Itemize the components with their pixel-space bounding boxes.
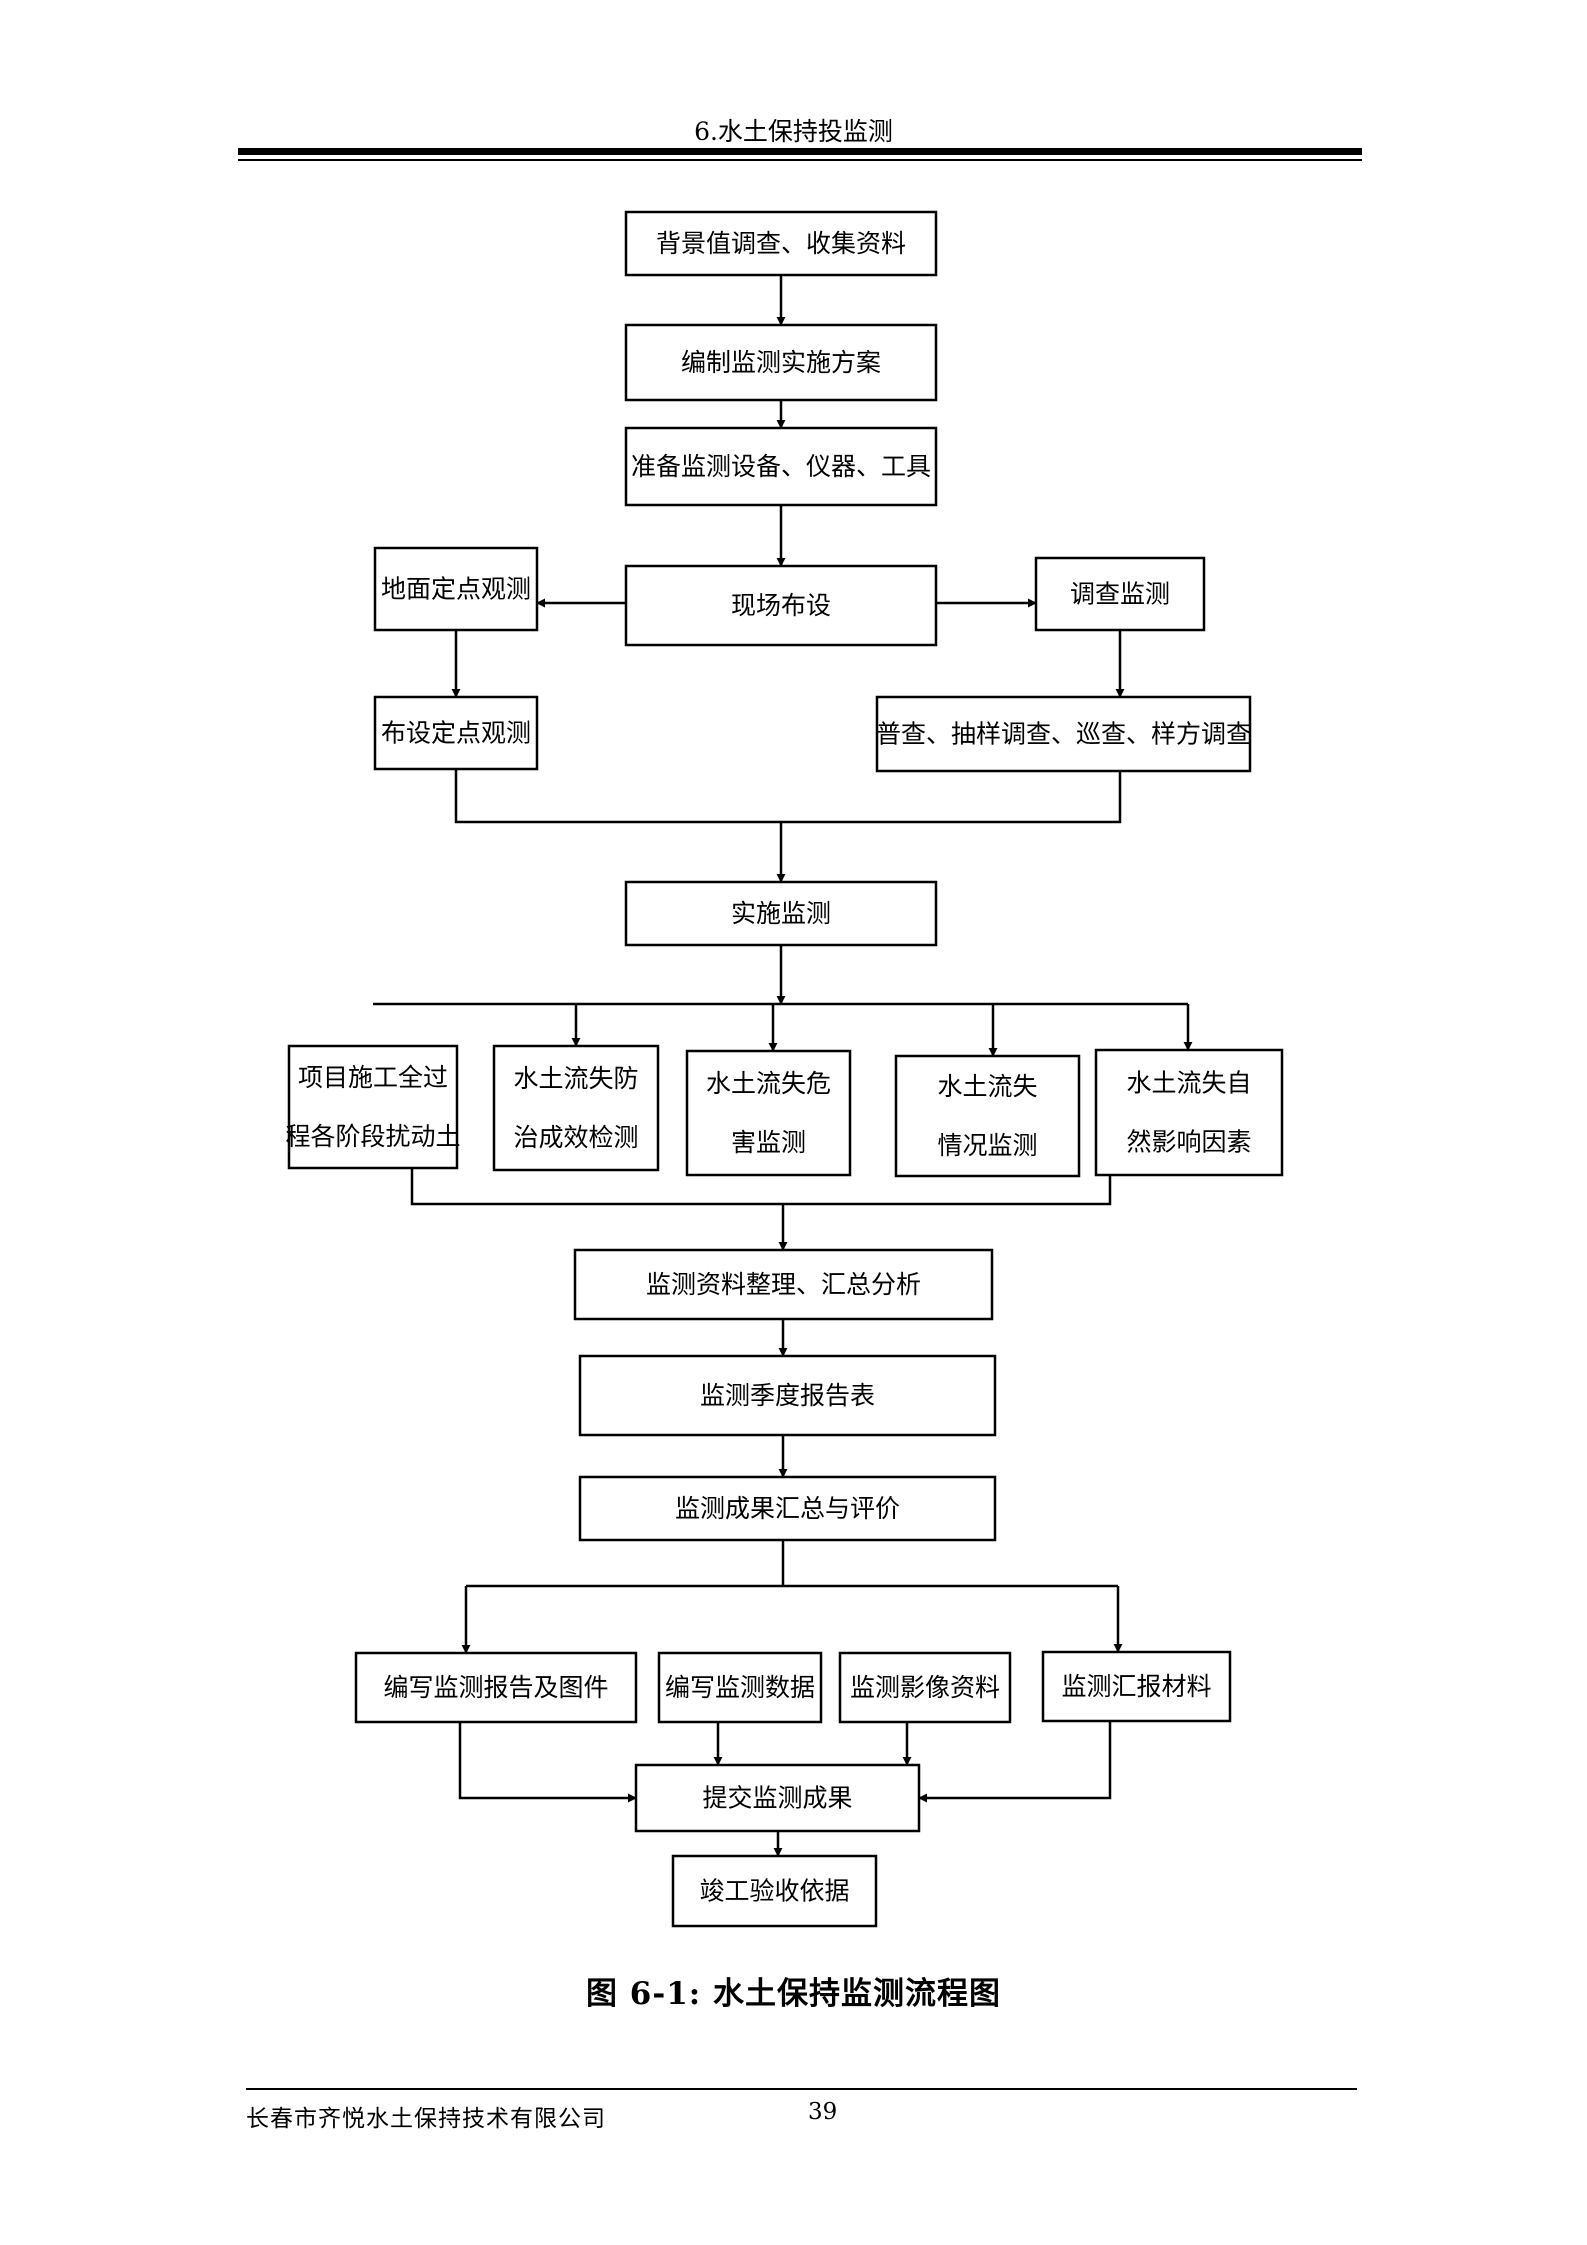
node-label: 水土流失 — [937, 1072, 1037, 1101]
node-survey: 调查监测 — [1034, 556, 1206, 632]
node-label: 编写监测报告及图件 — [383, 1673, 608, 1702]
arrow — [918, 1721, 1112, 1803]
node-label: 提交监测成果 — [702, 1784, 852, 1813]
node-label: 背景值调查、收集资料 — [656, 229, 906, 258]
footer-rule — [246, 2088, 1357, 2090]
node-site: 现场布设 — [624, 564, 938, 647]
node-label: 监测季度报告表 — [700, 1381, 875, 1410]
node-label: 布设定点观测 — [381, 719, 531, 748]
node-analysis: 监测资料整理、汇总分析 — [573, 1248, 994, 1321]
node-label: 现场布设 — [731, 591, 831, 620]
node-census: 普查、抽样调查、巡查、样方调查 — [875, 695, 1252, 773]
header-rule-thin — [238, 159, 1362, 161]
figure-caption: 图 6-1: 水土保持监测流程图 — [585, 1976, 1002, 2012]
node-label: 准备监测设备、仪器、工具 — [631, 452, 931, 481]
node-label: 监测成果汇总与评价 — [675, 1494, 900, 1523]
node-background: 背景值调查、收集资料 — [624, 210, 938, 277]
connectors — [373, 275, 1193, 1857]
node-label: 调查监测 — [1070, 580, 1170, 609]
node-fixed: 布设定点观测 — [373, 695, 539, 771]
node-submit: 提交监测成果 — [634, 1763, 921, 1833]
node-label: 监测汇报材料 — [1061, 1672, 1211, 1701]
page-number: 39 — [808, 2099, 838, 2125]
node-label: 情况监测 — [937, 1131, 1037, 1160]
node-o4: 监测汇报材料 — [1041, 1650, 1232, 1723]
connector-line — [410, 1168, 1112, 1206]
node-label: 竣工验收依据 — [699, 1877, 849, 1906]
node-label: 项目施工全过 — [298, 1063, 448, 1092]
page-header-title: 6.水土保持投监测 — [694, 117, 893, 146]
node-quarterly: 监测季度报告表 — [578, 1354, 997, 1437]
node-label: 地面定点观测 — [381, 575, 531, 604]
connector-line — [454, 769, 1122, 824]
node-evaluate: 监测成果汇总与评价 — [578, 1475, 997, 1542]
node-o3: 监测影像资料 — [838, 1651, 1012, 1724]
node-label: 然影响因素 — [1126, 1128, 1251, 1157]
node-implement: 实施监测 — [624, 880, 938, 947]
node-prepare: 准备监测设备、仪器、工具 — [624, 426, 938, 507]
header-rule-thick — [238, 148, 1362, 155]
node-accept: 竣工验收依据 — [671, 1854, 878, 1928]
footer-company: 长春市齐悦水土保持技术有限公司 — [246, 2106, 606, 2132]
node-label: 害监测 — [731, 1128, 806, 1157]
node-label: 水土流失防 — [513, 1064, 638, 1093]
node-label: 水土流失危 — [706, 1069, 831, 1098]
node-label: 水土流失自 — [1126, 1069, 1251, 1098]
node-label: 治成效检测 — [513, 1123, 638, 1152]
node-label: 监测影像资料 — [850, 1673, 1000, 1702]
node-label: 实施监测 — [731, 899, 831, 928]
node-label: 监测资料整理、汇总分析 — [646, 1270, 921, 1299]
arrow — [458, 1722, 637, 1803]
node-ground: 地面定点观测 — [373, 546, 539, 632]
node-label: 编写监测数据 — [665, 1673, 815, 1702]
node-plan: 编制监测实施方案 — [624, 323, 938, 402]
node-label: 编制监测实施方案 — [681, 348, 881, 377]
node-o2: 编写监测数据 — [657, 1651, 823, 1724]
node-o1: 编写监测报告及图件 — [354, 1651, 638, 1724]
node-label: 普查、抽样调查、巡查、样方调查 — [876, 720, 1251, 749]
node-label: 程各阶段扰动土 — [285, 1122, 460, 1151]
